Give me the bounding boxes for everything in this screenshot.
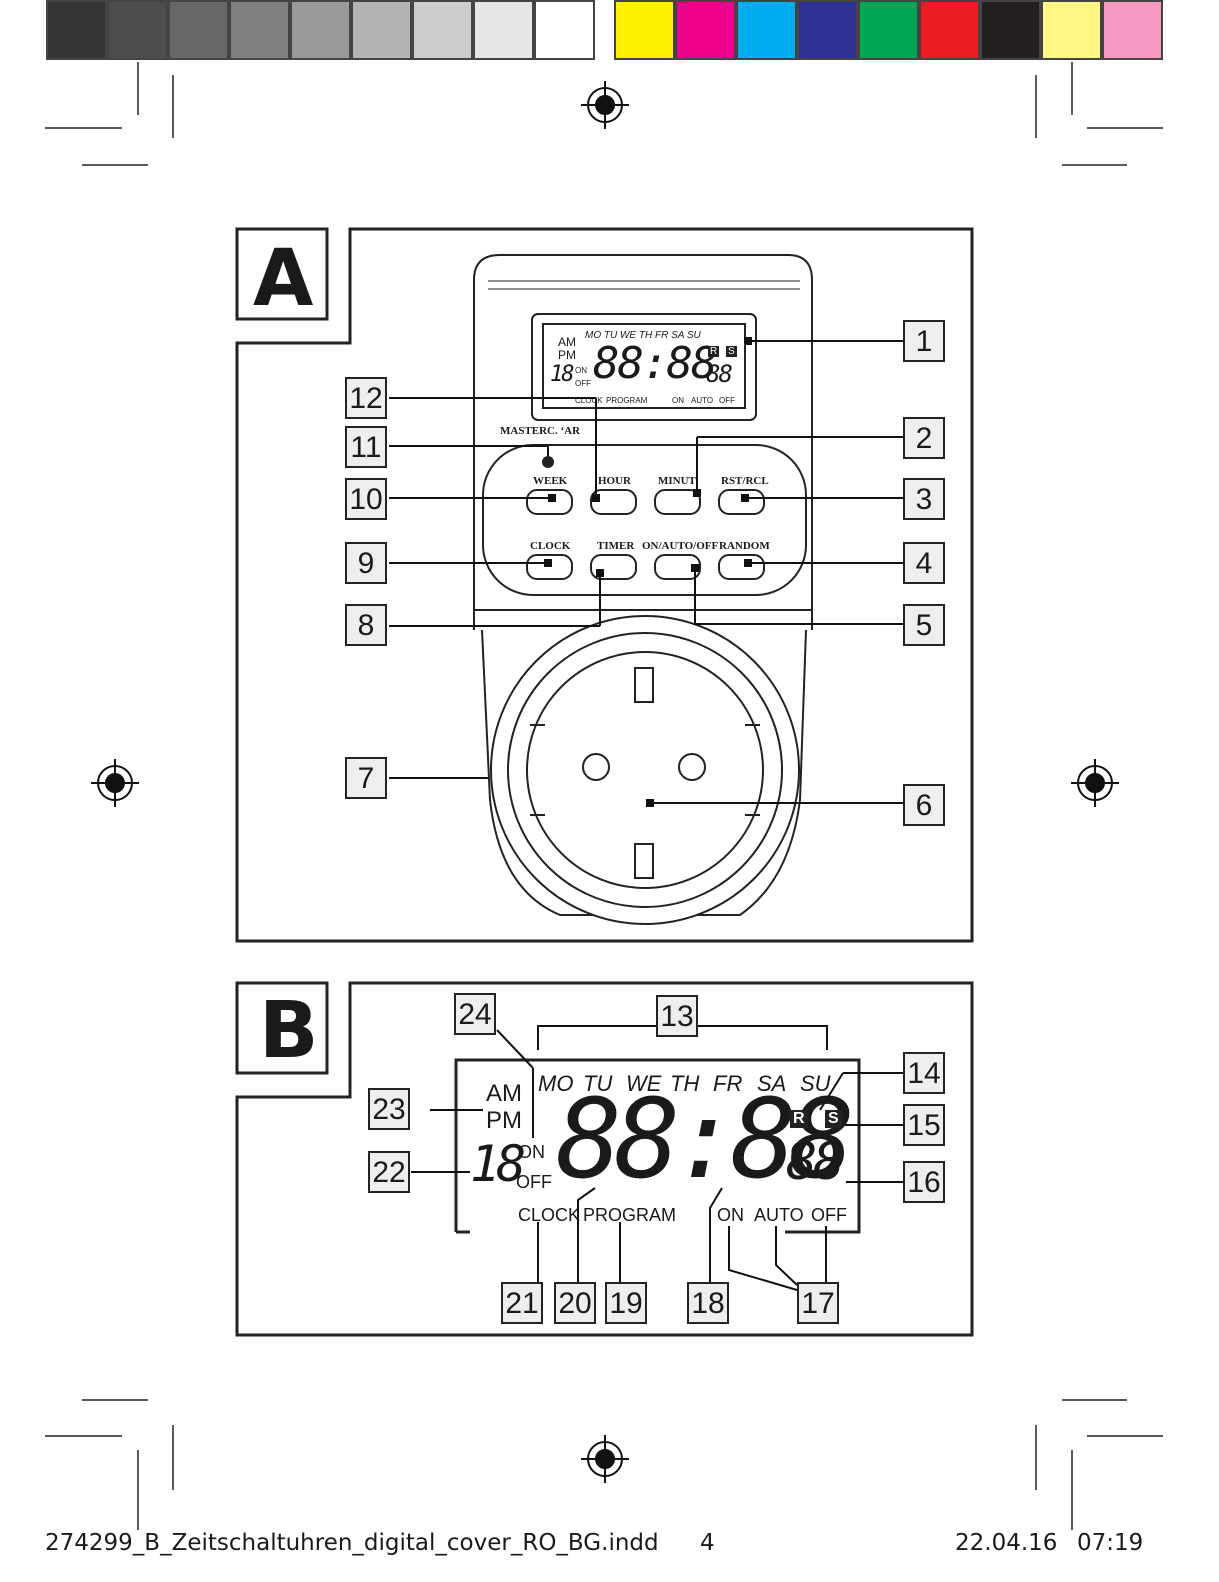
lcd-r-icon: R (708, 346, 720, 357)
lcd-b-pm: PM (486, 1107, 522, 1134)
footer-date: 22.04.16 (955, 1530, 1058, 1556)
callout-1: 1 (903, 320, 945, 362)
label-on-auto-off: ON/AUTO/OFF (642, 540, 719, 552)
lcd-b-off2: OFF (811, 1205, 847, 1225)
lcd-b-off: OFF (516, 1172, 552, 1192)
gray-swatch (107, 0, 168, 60)
lcd-auto: AUTO (691, 396, 714, 405)
lcd-program-digits: 18 (550, 362, 574, 387)
registration-mark-icon (91, 81, 1119, 1483)
callout-5: 5 (903, 604, 945, 646)
callout-8: 8 (345, 604, 387, 646)
lcd-b-sa: SA (757, 1071, 787, 1096)
color-swatch (980, 0, 1041, 60)
callout-17: 17 (797, 1282, 839, 1324)
gray-swatch (351, 0, 412, 60)
lcd-b-tu: TU (583, 1071, 613, 1096)
panel-a-letter: A (253, 234, 314, 324)
lcd-b-mo: MO (538, 1071, 574, 1096)
lcd-small-digits: 88 (706, 360, 733, 388)
callout-11: 11 (345, 426, 387, 468)
gray-swatch (290, 0, 351, 60)
callout-13: 13 (656, 995, 698, 1037)
callout-12: 12 (345, 377, 387, 419)
callout-18: 18 (687, 1282, 729, 1324)
panel-b-letter: B (259, 986, 319, 1076)
lcd-on2: ON (672, 396, 684, 405)
color-swatch (736, 0, 797, 60)
callout-20: 20 (554, 1282, 596, 1324)
gray-swatch (168, 0, 229, 60)
callout-19: 19 (605, 1282, 647, 1324)
lcd-s-icon: S (726, 346, 737, 357)
callout-9: 9 (345, 542, 387, 584)
lcd-days: MO TU WE TH FR SA SU (585, 330, 701, 341)
lcd-b-program: PROGRAM (583, 1205, 677, 1225)
lcd-b-program-digits: 18 (470, 1135, 526, 1193)
callout-14: 14 (903, 1052, 945, 1094)
color-swatch (858, 0, 919, 60)
lcd-b-r-icon: R (790, 1110, 808, 1128)
lcd-b-fr: FR (713, 1071, 743, 1096)
gray-swatch (46, 0, 107, 60)
gray-swatch (534, 0, 595, 60)
label-timer: TIMER (597, 540, 635, 552)
gray-swatch (229, 0, 290, 60)
callout-24: 24 (454, 993, 496, 1035)
lcd-on: ON (575, 366, 587, 375)
footer-page: 4 (700, 1530, 715, 1556)
lcd-off: OFF (575, 379, 591, 388)
lcd-program: PROGRAM (606, 396, 648, 405)
gray-swatch (412, 0, 473, 60)
callout-16: 16 (903, 1161, 945, 1203)
lcd-b-s-icon: S (825, 1110, 842, 1128)
lcd-b-small-digits: 88 (786, 1132, 845, 1192)
color-swatch (675, 0, 736, 60)
label-rst-rcl: RST/RCL (721, 475, 769, 487)
label-week: WEEK (533, 475, 568, 487)
color-swatch (919, 0, 980, 60)
label-hour: HOUR (598, 475, 631, 487)
callout-10: 10 (345, 478, 387, 520)
label-clock: CLOCK (530, 540, 571, 552)
callout-7: 7 (345, 757, 387, 799)
color-swatch (614, 0, 675, 60)
label-random: RANDOM (719, 540, 770, 552)
lcd-b-su: SU (800, 1071, 831, 1096)
label-minute: MINUT' (658, 475, 699, 487)
callout-21: 21 (501, 1282, 543, 1324)
callout-3: 3 (903, 478, 945, 520)
callout-2: 2 (903, 417, 945, 459)
lcd-main-digits: 88:88 (593, 338, 717, 389)
callout-15: 15 (903, 1104, 945, 1146)
gray-swatch (473, 0, 534, 60)
footer-filename: 274299_B_Zeitschaltuhren_digital_cover_R… (45, 1530, 659, 1556)
color-swatch (1041, 0, 1102, 60)
lcd-pm: PM (558, 348, 576, 362)
lcd-b-auto: AUTO (754, 1205, 804, 1225)
brand-logo: MASTERC. ‘AR (500, 425, 581, 437)
lcd-b-main-digits: 88:88 (556, 1075, 855, 1203)
lcd-b-on2: ON (717, 1205, 744, 1225)
lcd-b-we: WE (626, 1071, 662, 1096)
lcd-b-on: ON (518, 1142, 545, 1162)
lcd-b-th: TH (670, 1071, 700, 1096)
lcd-clock: CLOCK (575, 396, 603, 405)
callout-23: 23 (368, 1088, 410, 1130)
lcd-b-am: AM (486, 1080, 522, 1107)
footer-time: 07:19 (1077, 1530, 1144, 1556)
callout-22: 22 (368, 1151, 410, 1193)
lcd-b-clock: CLOCK (518, 1205, 581, 1225)
color-swatch (797, 0, 858, 60)
callout-4: 4 (903, 542, 945, 584)
lcd-off2: OFF (719, 396, 735, 405)
lcd-am: AM (558, 335, 576, 349)
callout-6: 6 (903, 784, 945, 826)
color-swatch (1102, 0, 1163, 60)
